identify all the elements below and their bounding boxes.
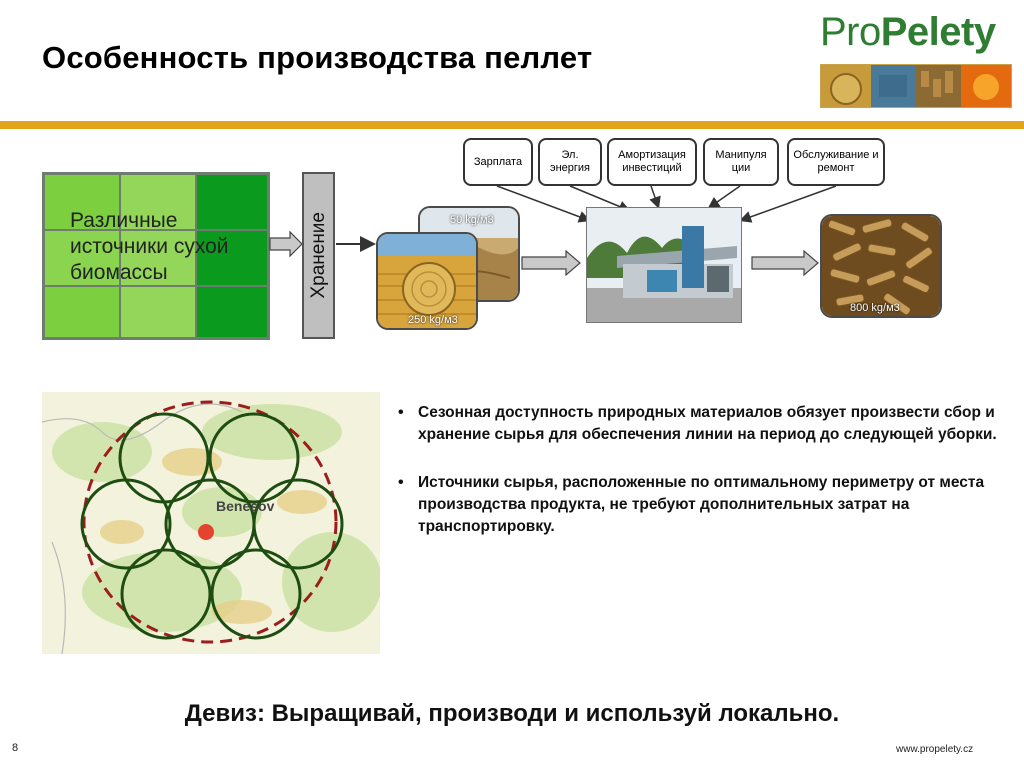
cost-box-amortization: Амортизация инвестиций [607, 138, 697, 186]
plant-photo [586, 207, 742, 323]
cost-box-maintenance: Обслуживание и ремонт [787, 138, 885, 186]
storage-box [302, 172, 335, 339]
page-title: Особенность производства пеллет [42, 40, 593, 75]
cost-box-electricity: Эл. энергия [538, 138, 602, 186]
density-loose: 50 kg/м3 [450, 214, 494, 226]
grid-cell [196, 230, 268, 286]
grid-cell [44, 286, 120, 338]
bullet-item: Сезонная доступность природных материало… [396, 402, 1006, 446]
grid-cell [196, 286, 268, 338]
arrow-bale-to-plant [521, 249, 581, 277]
biomass-grid [42, 172, 270, 340]
grid-cell [120, 230, 196, 286]
grid-cell [120, 174, 196, 230]
motto: Девиз: Выращивай, производи и используй … [184, 700, 840, 727]
grid-cell [120, 286, 196, 338]
flow-arrows [269, 185, 837, 277]
pellets-photo: 800 kg/м3 [820, 214, 942, 318]
arrow-plant-to-pellets [751, 249, 819, 277]
cost-arrows [496, 185, 837, 223]
grid-cell [44, 174, 120, 230]
bale-photo: 250 kg/м3 [376, 232, 478, 330]
storage-label: Хранение [307, 212, 329, 299]
region-map: Benesov [42, 392, 380, 654]
biomass-label: Различные источники сухой биомассы [70, 209, 229, 284]
logo-pelety: Pelety [880, 10, 996, 54]
bullet-item: Источники сырья, расположенные по оптима… [396, 472, 1006, 538]
map-town-label: Benesov [216, 498, 275, 514]
accent-rule [0, 121, 1024, 129]
arrow-grid-to-storage [269, 230, 303, 258]
cost-box-handling: Манипуля ции [703, 138, 779, 186]
density-bale: 250 kg/м3 [408, 314, 458, 326]
website-link[interactable]: www.propelety.cz [896, 744, 974, 755]
logo-photo-strip [820, 64, 1012, 108]
page-number: 8 [12, 742, 19, 754]
grid-cell [44, 230, 120, 286]
bullet-list: Сезонная доступность природных материало… [396, 402, 1006, 564]
density-pellet: 800 kg/м3 [850, 302, 900, 314]
cost-box-salary: Зарплата [463, 138, 533, 186]
logo: ProPelety [820, 10, 996, 55]
grid-cell [196, 174, 268, 230]
logo-pro: Pro [820, 10, 881, 54]
